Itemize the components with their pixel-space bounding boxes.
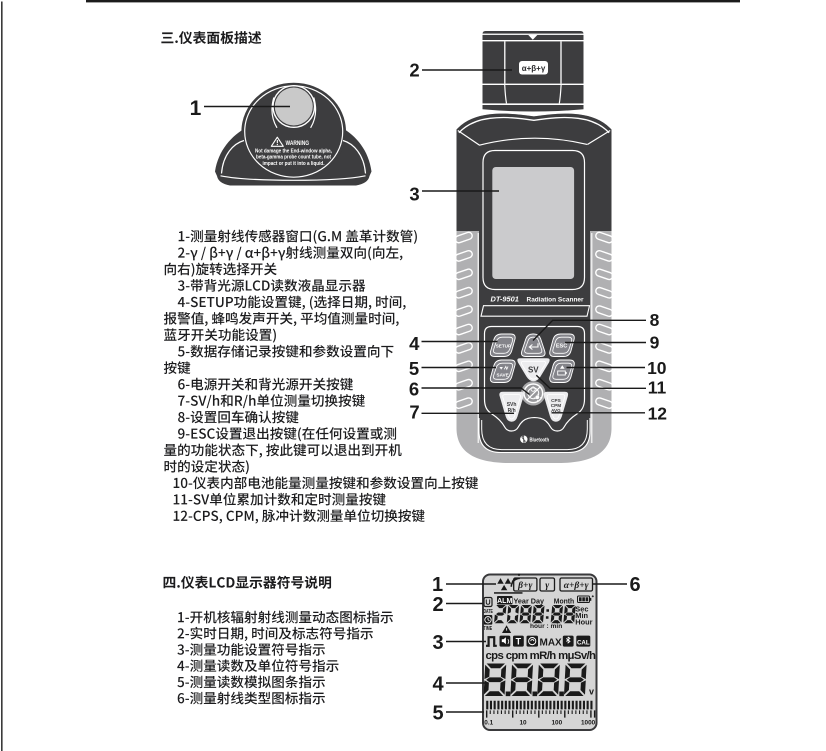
- svg-text:8: 8: [650, 310, 660, 330]
- svg-text:4: 4: [409, 333, 420, 354]
- svg-text:6: 6: [409, 379, 419, 400]
- svg-text:WARNING: WARNING: [286, 140, 310, 147]
- svg-text:1000: 1000: [581, 720, 596, 727]
- svg-text:SVh: SVh: [507, 402, 517, 408]
- svg-text:T: T: [516, 637, 522, 647]
- svg-text:Year Day: Year Day: [514, 597, 545, 606]
- svg-text:Hour: Hour: [575, 618, 592, 627]
- svg-text:CPS: CPS: [551, 398, 561, 403]
- svg-text:Not damage the End-window alph: Not damage the End-window alpha,: [255, 148, 332, 154]
- svg-text:DATE: DATE: [484, 609, 494, 615]
- svg-text:2: 2: [432, 594, 443, 616]
- svg-text:SETUP: SETUP: [496, 343, 511, 348]
- svg-text:R/h: R/h: [508, 408, 516, 414]
- svg-text:2: 2: [409, 60, 419, 81]
- svg-text:Bluetooth: Bluetooth: [530, 438, 550, 444]
- svg-text:1: 1: [432, 574, 443, 596]
- svg-text:hour : min: hour : min: [530, 623, 562, 630]
- svg-text:10: 10: [520, 720, 528, 727]
- svg-text:impact or put it into a liquid: impact or put it into a liquid.: [263, 161, 325, 167]
- svg-text:cps cpm mR/h mμSv/h: cps cpm mR/h mμSv/h: [486, 650, 597, 662]
- svg-text:γ: γ: [545, 581, 549, 591]
- svg-text:1: 1: [190, 97, 202, 120]
- svg-text:3: 3: [409, 184, 419, 205]
- svg-text:0.1: 0.1: [484, 720, 493, 727]
- svg-text:ESC: ESC: [556, 344, 568, 350]
- svg-text:5: 5: [432, 702, 443, 724]
- svg-text:ALM: ALM: [497, 598, 512, 605]
- svg-text:100: 100: [552, 720, 563, 727]
- svg-text:4: 4: [432, 674, 444, 696]
- svg-text:Sec: Sec: [575, 604, 588, 613]
- svg-text:AVG: AVG: [551, 408, 561, 413]
- svg-text:5: 5: [409, 358, 419, 379]
- svg-text:SAVE: SAVE: [497, 372, 509, 377]
- svg-text:β+γ: β+γ: [517, 581, 532, 591]
- svg-text:Month: Month: [554, 597, 575, 606]
- svg-text:SV: SV: [528, 365, 539, 374]
- svg-text:beta-gamma probe count tube, n: beta-gamma probe count tube, not: [256, 155, 331, 161]
- svg-text:3: 3: [432, 632, 443, 654]
- svg-text:6: 6: [629, 574, 640, 596]
- svg-text:TIME: TIME: [484, 626, 493, 632]
- svg-text:7: 7: [409, 402, 419, 423]
- svg-text:CPM: CPM: [551, 403, 562, 408]
- svg-text:Radiation Scanner: Radiation Scanner: [527, 296, 585, 303]
- svg-text:9: 9: [650, 333, 660, 353]
- svg-text:CAL: CAL: [577, 639, 590, 646]
- svg-text:α+β+γ: α+β+γ: [522, 64, 546, 73]
- svg-text:Min: Min: [575, 611, 588, 620]
- svg-text:MAX: MAX: [540, 637, 563, 648]
- svg-text:α+β+γ: α+β+γ: [564, 581, 589, 591]
- svg-text:12: 12: [648, 404, 668, 424]
- svg-text:v: v: [589, 687, 594, 697]
- svg-text:DT-9501: DT-9501: [491, 294, 519, 303]
- svg-text:10: 10: [647, 358, 667, 378]
- svg-text:11: 11: [648, 378, 667, 398]
